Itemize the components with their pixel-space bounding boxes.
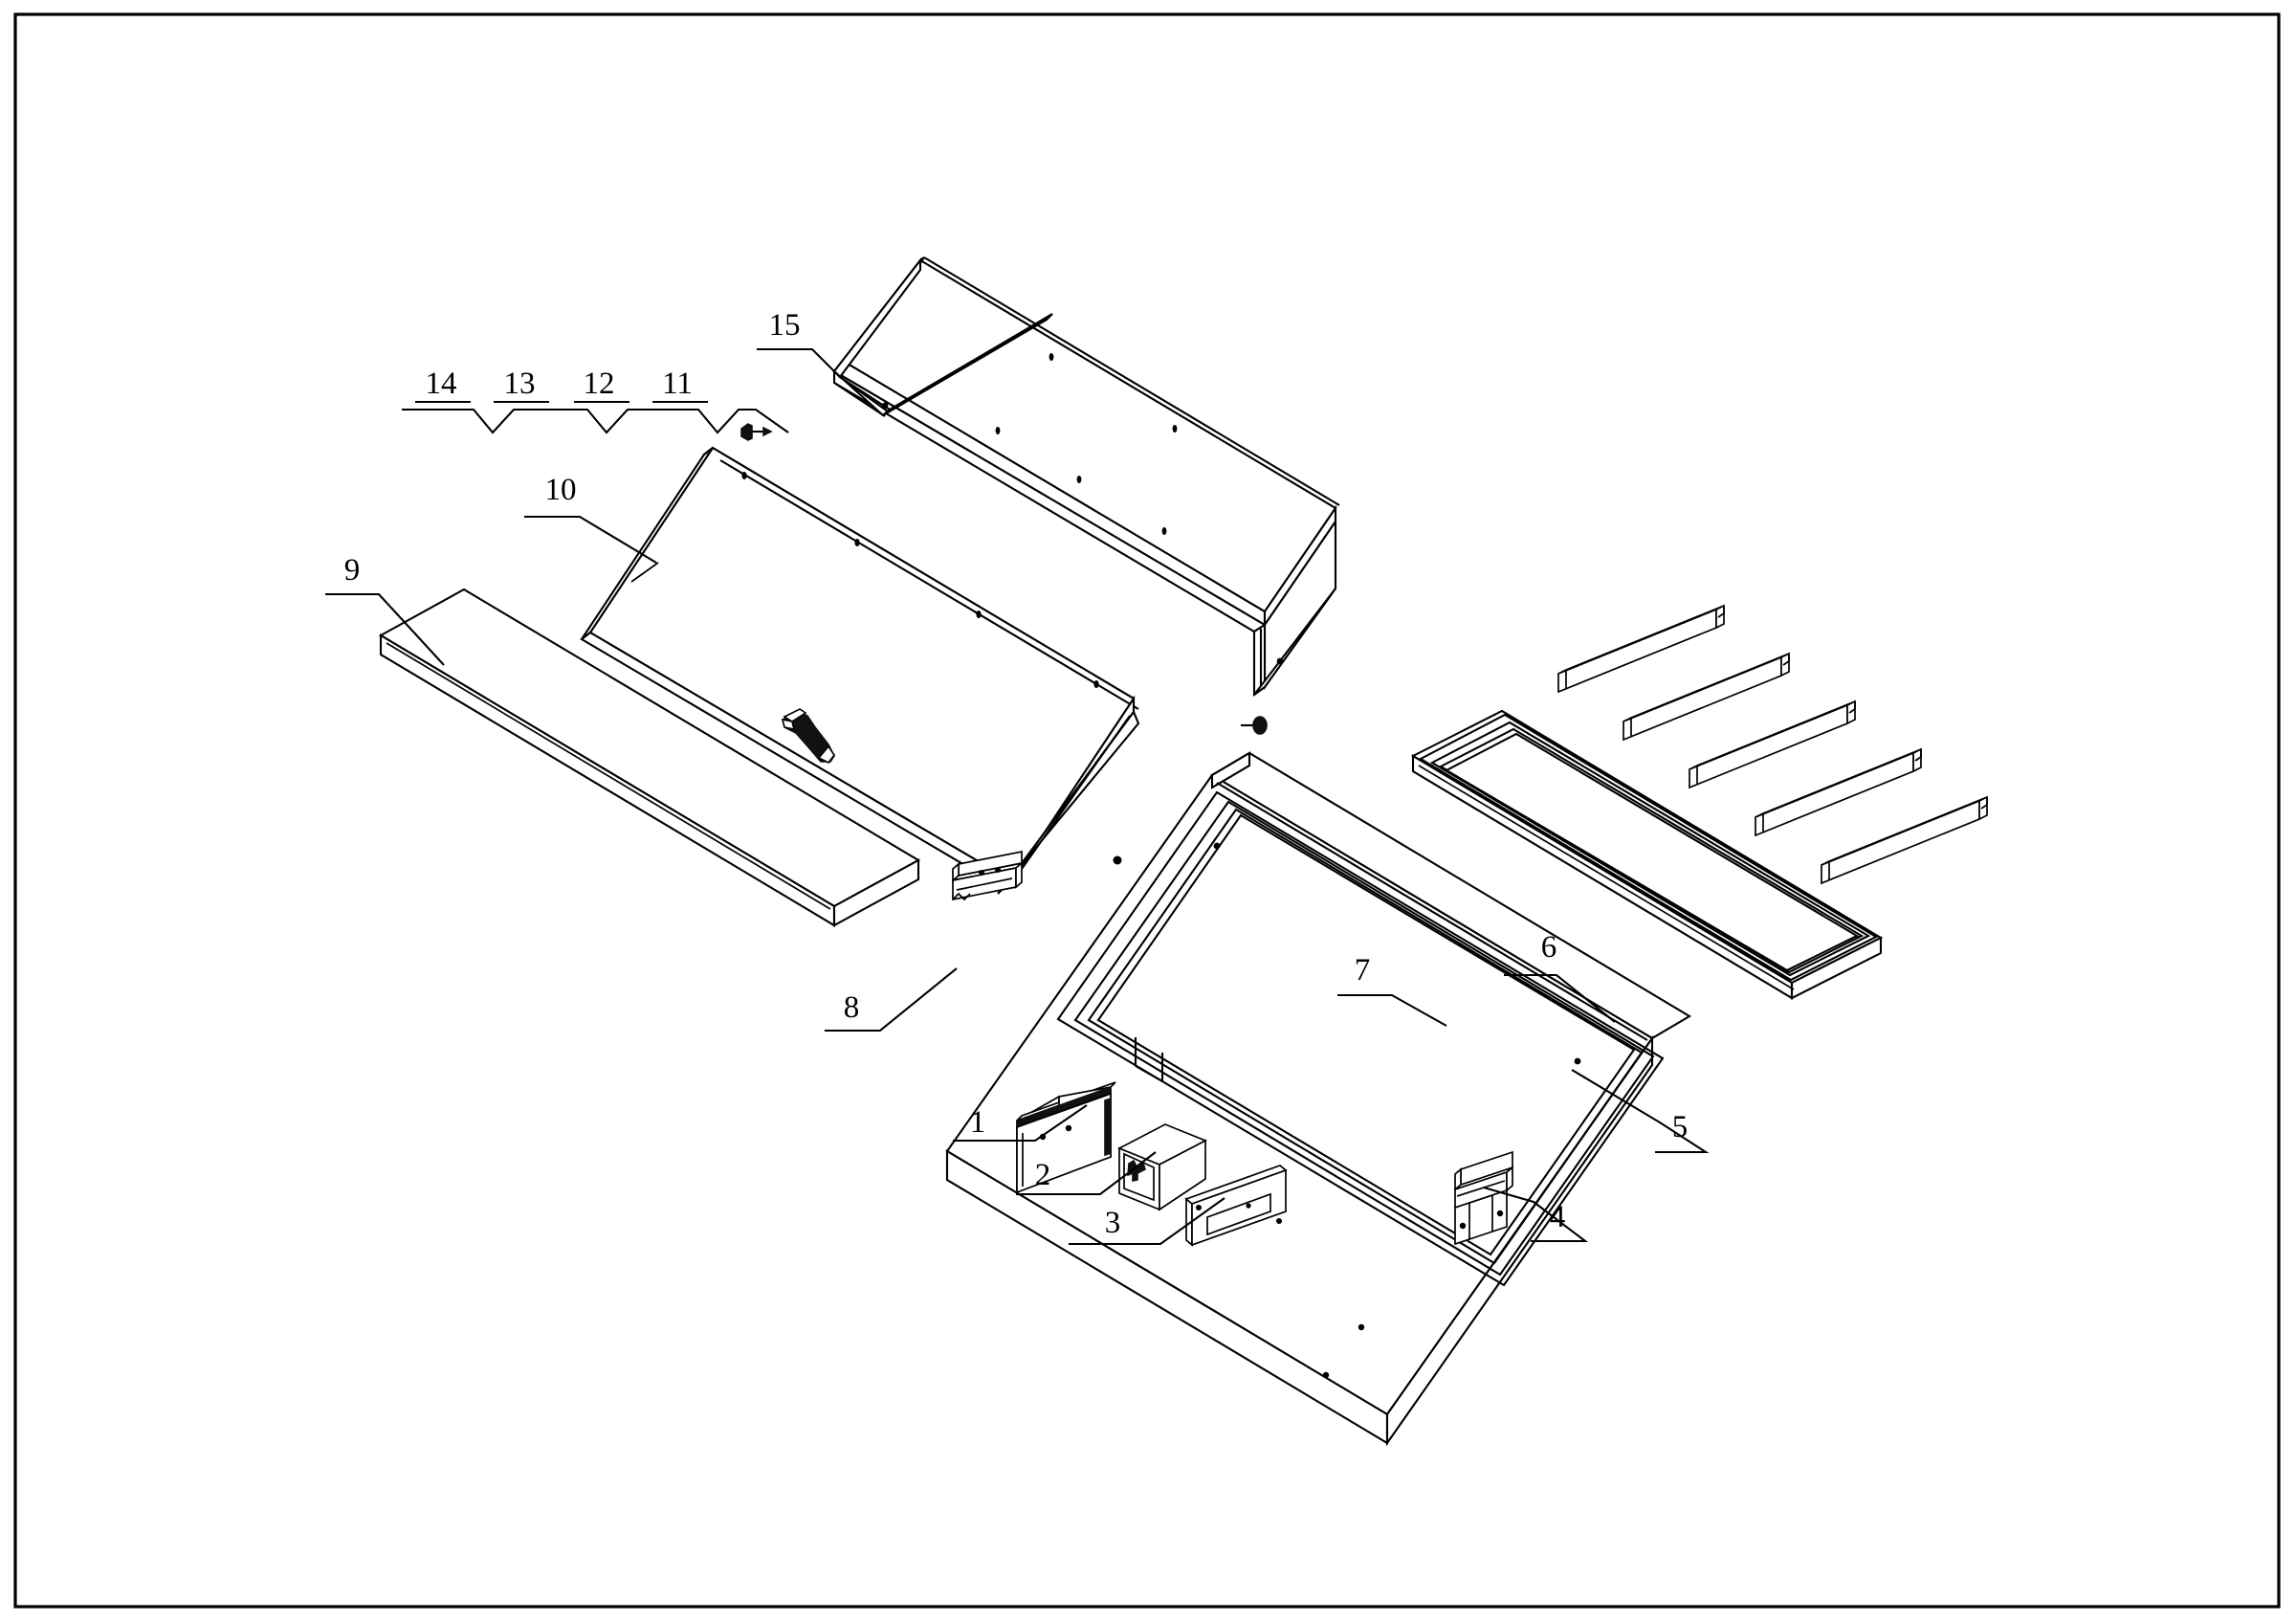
callout-label-13: 13 <box>504 366 536 401</box>
callout-label-7: 7 <box>1355 953 1371 988</box>
callout-label-10: 10 <box>545 473 577 507</box>
rail-bar-2 <box>1623 652 1790 742</box>
callout-label-1: 1 <box>970 1105 986 1140</box>
part-3-slotted-cover-plate <box>1184 1165 1288 1247</box>
leader-5 <box>1571 1069 1710 1154</box>
part-8-slide-rail <box>952 850 1023 901</box>
sheet-border <box>13 12 2281 1609</box>
rail-bar-3 <box>1689 699 1856 789</box>
leader-8 <box>825 967 958 1033</box>
callout-label-11: 11 <box>662 366 693 401</box>
rail-bar-5 <box>1821 795 1988 885</box>
lid-handle[interactable] <box>781 708 835 765</box>
callout-label-14: 14 <box>426 366 457 401</box>
part-4-angle-bracket <box>1454 1150 1513 1246</box>
leader-4 <box>1483 1186 1589 1243</box>
callout-leaders <box>325 347 1710 1246</box>
part-9-flat-panel <box>378 588 921 927</box>
callout-label-12: 12 <box>584 366 615 401</box>
leader-15 <box>757 347 835 372</box>
callout-label-5: 5 <box>1672 1110 1689 1144</box>
part-7-inner-frame-tray <box>1410 709 1884 1000</box>
leader-1 <box>953 1104 1088 1143</box>
callout-label-3: 3 <box>1105 1206 1121 1240</box>
fastener-screw-left <box>740 423 773 441</box>
callout-label-15: 15 <box>769 308 801 343</box>
comb-leader-path <box>402 408 789 434</box>
multi-leader-comb <box>402 408 789 434</box>
part-15-top-cover-hood <box>831 256 1340 698</box>
leader-3 <box>1069 1197 1225 1246</box>
leader-10 <box>524 515 657 564</box>
part-1-mounting-plate <box>1016 1081 1116 1194</box>
callout-numbers: 1 2 3 4 5 6 7 8 9 10 11 12 13 14 15 <box>344 308 1689 1240</box>
rail-bar-4 <box>1755 747 1922 837</box>
callout-label-2: 2 <box>1035 1158 1051 1192</box>
part-6-rail-bars <box>1557 604 1988 885</box>
leader-7 <box>1337 993 1447 1027</box>
leader-2 <box>1016 1151 1157 1196</box>
fastener-screw-right <box>1241 716 1268 735</box>
callout-label-4: 4 <box>1550 1200 1566 1234</box>
callout-label-6: 6 <box>1541 930 1557 965</box>
part-10-sloped-lid <box>580 446 1140 895</box>
part-5-main-tray <box>945 751 1692 1447</box>
callout-label-9: 9 <box>344 553 361 588</box>
leader-6 <box>1504 973 1616 1023</box>
callout-label-8: 8 <box>844 990 860 1025</box>
leader-9 <box>325 592 445 666</box>
rail-bar-1 <box>1557 604 1725 694</box>
